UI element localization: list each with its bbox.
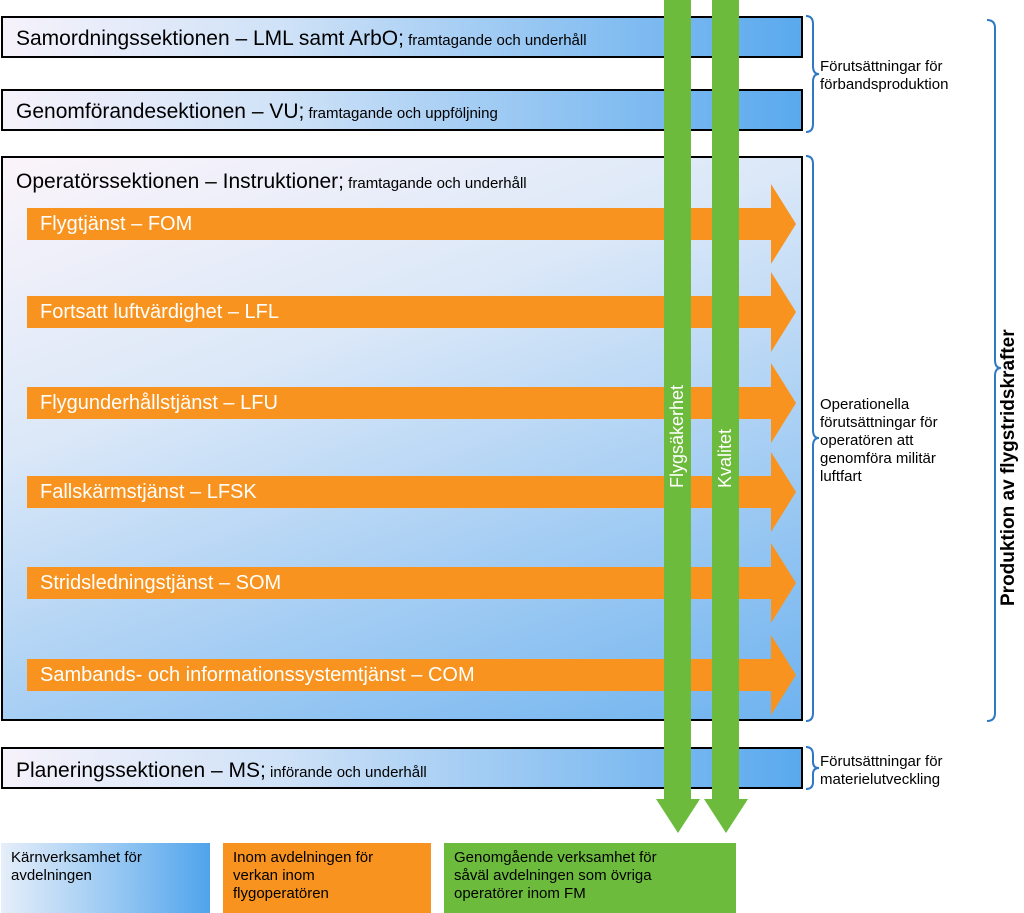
section-operator-title: Operatörssektionen – Instruktioner; fram… xyxy=(16,170,527,193)
label-materielutveckling: Förutsättningar för materielutveckling xyxy=(820,753,943,788)
brace-operationella xyxy=(805,155,820,722)
service-arrow-lfsk: Fallskärmstjänst – LFSK xyxy=(27,476,772,508)
service-arrow-fom: Flygtjänst – FOM xyxy=(27,208,772,240)
brace-materiel xyxy=(805,746,820,790)
service-arrow-com: Sambands- och informationssystemtjänst –… xyxy=(27,659,772,691)
section-planering-title: Planeringssektionen – MS; införande och … xyxy=(16,759,427,782)
flygsakerhet-label: Flygsäkerhet xyxy=(667,384,687,488)
service-arrow-lfu: Flygunderhållstjänst – LFU xyxy=(27,387,772,419)
flygsakerhet-arrow-head xyxy=(656,799,700,833)
service-arrow-lfl: Fortsatt luftvärdighet – LFL xyxy=(27,296,772,328)
label-forbandsproduktion: Förutsättningar för förbandsproduktion xyxy=(820,58,949,93)
label-operationella: Operationella förutsättningar för operat… xyxy=(820,396,938,485)
kvalitet-label: Kvalitet xyxy=(715,428,735,488)
section-genomforande-title: Genomförandesektionen – VU; framtagande … xyxy=(16,100,498,123)
flygsakerhet-bar xyxy=(664,0,691,800)
service-arrow-som: Stridsledningstjänst – SOM xyxy=(27,567,772,599)
kvalitet-bar xyxy=(712,0,739,800)
label-produktion: Produktion av flygstridskrafter xyxy=(998,329,1019,606)
legend-blue: Kärnverksamhet för avdelningen xyxy=(1,843,210,913)
brace-forband xyxy=(805,15,820,133)
legend-orange: Inom avdelningen för verkan inom flygope… xyxy=(223,843,431,913)
kvalitet-arrow-head xyxy=(704,799,748,833)
legend-green: Genomgående verksamhet för såväl avdelni… xyxy=(444,843,736,913)
section-samordning-title: Samordningssektionen – LML samt ArbO; fr… xyxy=(16,27,587,50)
